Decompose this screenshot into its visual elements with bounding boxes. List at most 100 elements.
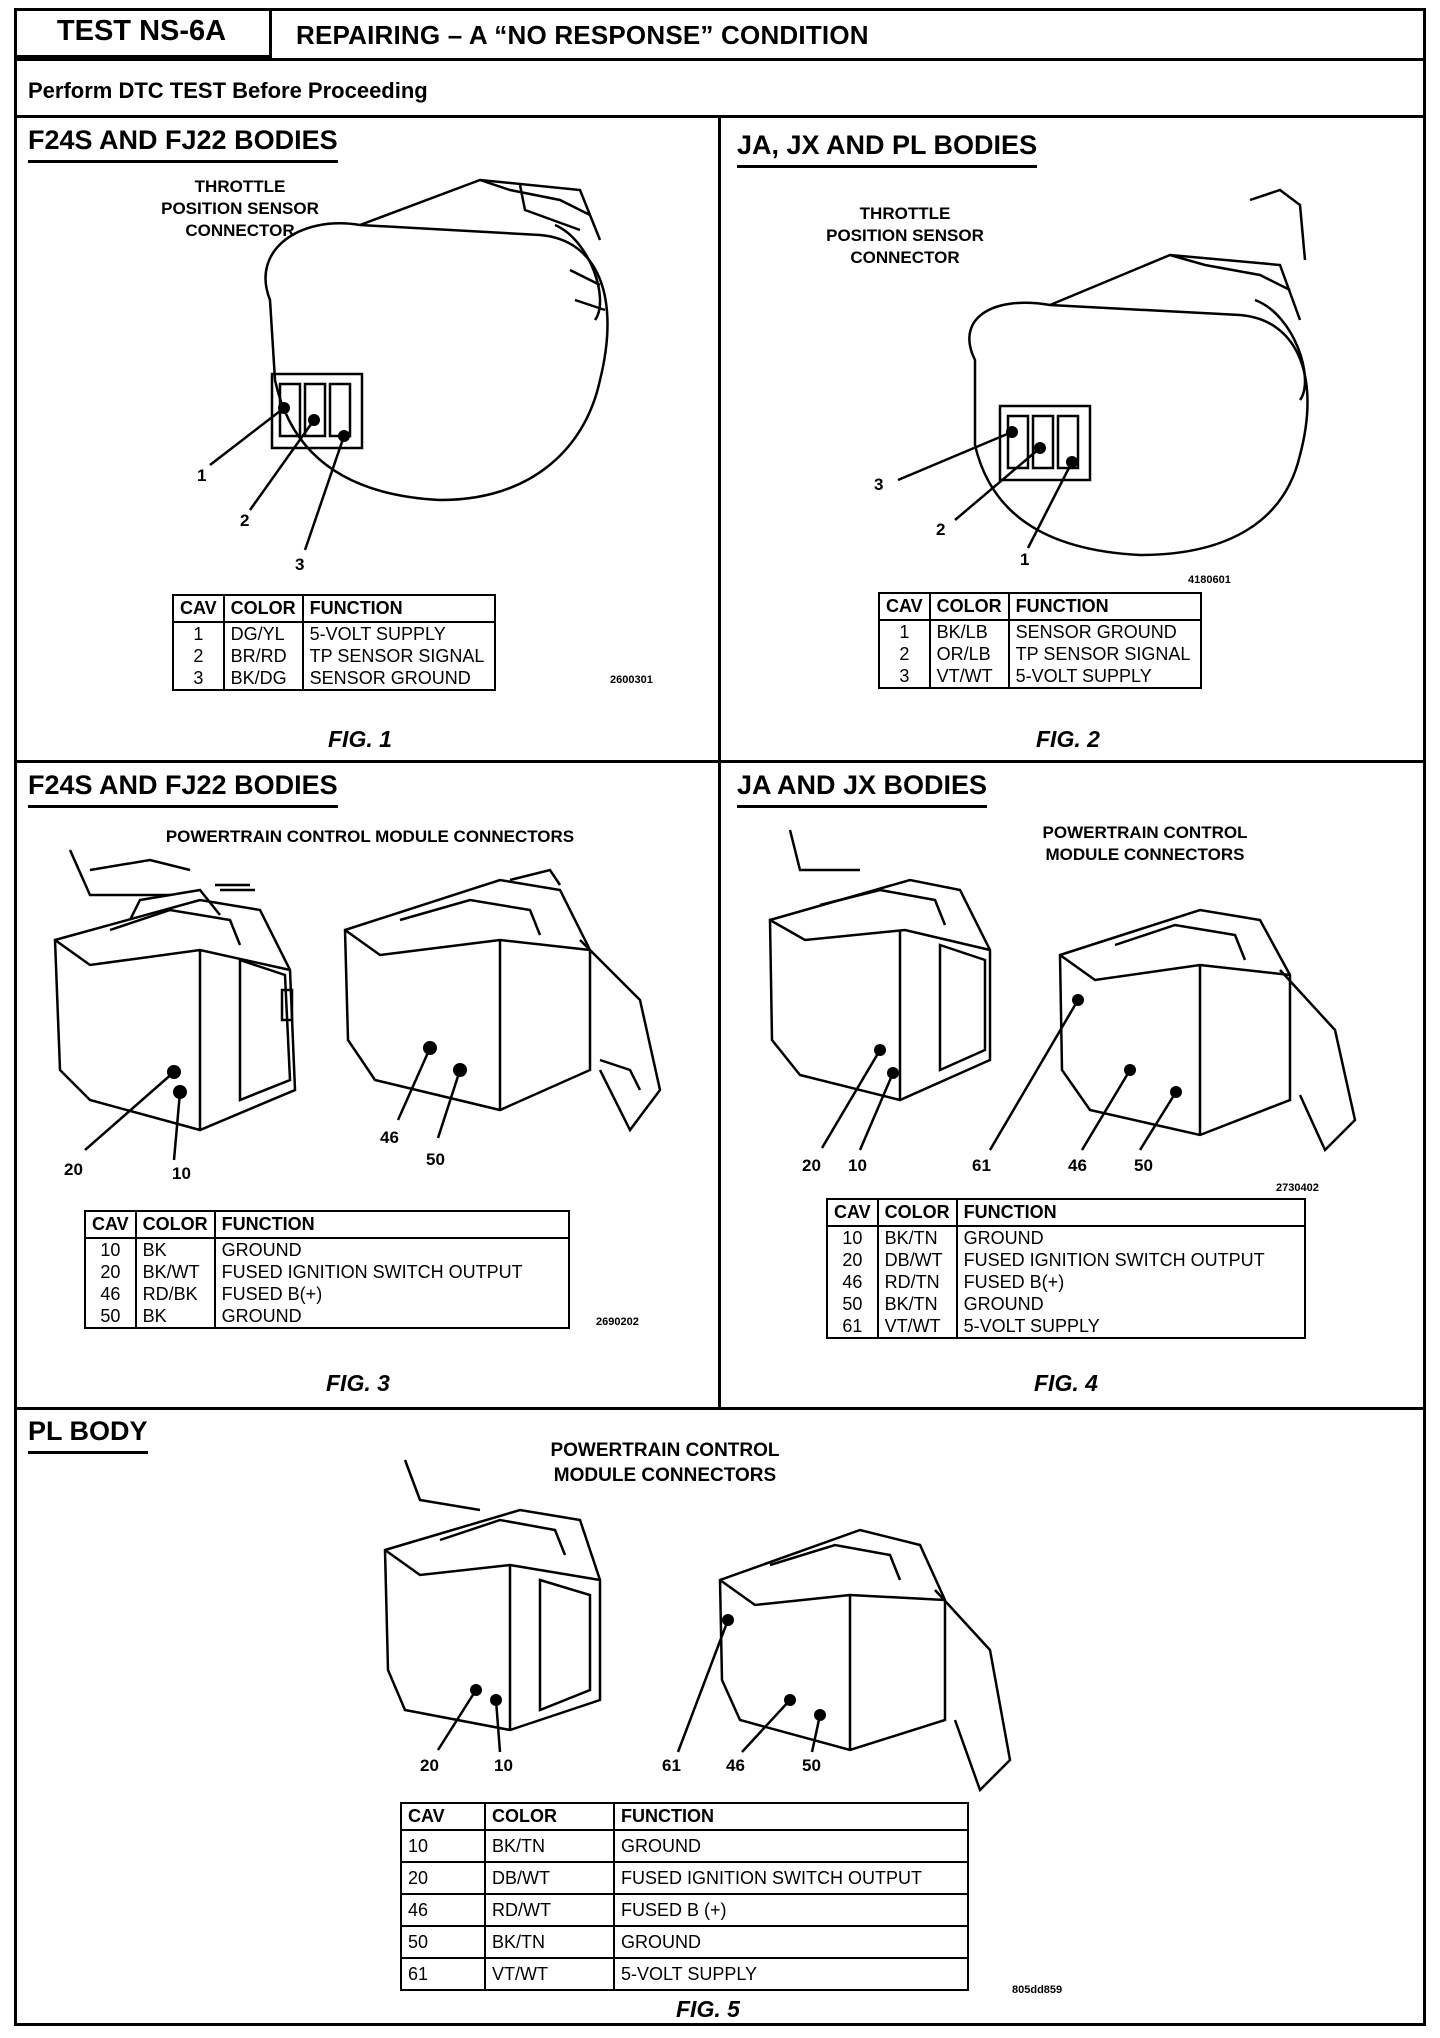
fig5-pin-label-50: 50: [802, 1756, 821, 1775]
fig2-leader-2: [954, 447, 1041, 521]
fig2-reference-number: 4180601: [1188, 574, 1231, 586]
cav-cell: 20: [826, 1249, 879, 1271]
function-cell: 5-VOLT SUPPLY: [301, 622, 496, 645]
color-cell: BK/LB: [928, 620, 1010, 643]
cav-cell: 46: [84, 1283, 137, 1305]
fig5-caption: FIG. 5: [676, 1996, 740, 2022]
fig4-pcm-connectors-drawing: [768, 829, 1357, 1153]
cav-cell: 61: [400, 1958, 486, 1991]
function-cell: GROUND: [613, 1926, 969, 1959]
function-cell: GROUND: [955, 1226, 1306, 1249]
fig4-caption: FIG. 4: [1034, 1370, 1098, 1396]
function-cell: GROUND: [613, 1830, 969, 1863]
cav-cell: 46: [826, 1271, 879, 1293]
fig2-leader-1: [1026, 461, 1074, 549]
table-header-color: COLOR: [876, 1198, 958, 1227]
fig2-pin-label-3: 3: [874, 475, 884, 494]
function-cell: GROUND: [213, 1305, 570, 1329]
fig3-connector-label: POWERTRAIN CONTROL MODULE CONNECTORS: [165, 827, 575, 846]
fig3-pcm-connectors-drawing: [53, 849, 662, 1133]
color-cell: BK/TN: [876, 1293, 958, 1315]
function-cell: FUSED IGNITION SWITCH OUTPUT: [613, 1862, 969, 1895]
cav-cell: 61: [826, 1315, 879, 1339]
cav-cell: 50: [826, 1293, 879, 1315]
fig3-reference-number: 2690202: [596, 1316, 639, 1328]
page-frame: [14, 8, 1426, 2026]
fig2-leader-3: [897, 430, 1013, 482]
function-cell: FUSED B(+): [213, 1283, 570, 1305]
fig1-caption: FIG. 1: [328, 726, 392, 752]
function-cell: 5-VOLT SUPPLY: [955, 1315, 1306, 1339]
cav-cell: 1: [878, 620, 931, 643]
table-header-function: FUNCTION: [955, 1198, 1306, 1227]
row-divider-2: [14, 1407, 1426, 1410]
fig4-connector-label: POWERTRAIN CONTROL MODULE CONNECTORS: [1042, 823, 1248, 864]
test-title: REPAIRING – A “NO RESPONSE” CONDITION: [296, 20, 869, 50]
function-cell: FUSED B(+): [955, 1271, 1306, 1293]
fig5-pin-label-46: 46: [726, 1756, 745, 1775]
fig4-body-title: JA AND JX BODIES: [737, 770, 988, 808]
color-cell: BK/TN: [484, 1926, 615, 1959]
color-cell: VT/WT: [876, 1315, 958, 1339]
function-cell: FUSED IGNITION SWITCH OUTPUT: [213, 1261, 570, 1283]
fig2-body-title: JA, JX AND PL BODIES: [737, 130, 1038, 168]
color-cell: RD/WT: [484, 1894, 615, 1927]
fig3-body-title: F24S AND FJ22 BODIES: [28, 770, 338, 808]
fig1-leader-3: [303, 435, 346, 551]
color-cell: BR/RD: [222, 645, 304, 667]
function-cell: SENSOR GROUND: [1007, 620, 1202, 643]
cav-cell: 2: [172, 645, 225, 667]
fig2-pin-label-1: 1: [1020, 550, 1030, 569]
header-divider: [14, 58, 1426, 61]
table-header-cav: CAV: [878, 592, 931, 621]
color-cell: VT/WT: [484, 1958, 615, 1991]
fig1-tps-connector-drawing: [209, 178, 609, 551]
function-cell: TP SENSOR SIGNAL: [301, 645, 496, 667]
cav-cell: 50: [84, 1305, 137, 1329]
fig3-pin-label-10: 10: [172, 1164, 191, 1183]
cav-cell: 1: [172, 622, 225, 645]
fig5-body-title: PL BODY: [28, 1416, 148, 1454]
color-cell: BK/TN: [484, 1830, 615, 1863]
fig4-pin-label-61: 61: [972, 1156, 991, 1175]
fig4-pin-label-20: 20: [802, 1156, 821, 1175]
table-header-color: COLOR: [928, 592, 1010, 621]
color-cell: BK/DG: [222, 667, 304, 691]
fig2-pin-label-2: 2: [936, 520, 946, 539]
fig4-reference-number: 2730402: [1276, 1182, 1319, 1194]
cav-cell: 50: [400, 1926, 486, 1959]
fig3-caption: FIG. 3: [326, 1370, 390, 1396]
fig1-leader-1: [209, 407, 285, 466]
fig4-pin-label-46: 46: [1068, 1156, 1087, 1175]
color-cell: BK/TN: [876, 1226, 958, 1249]
fig1-body-title: F24S AND FJ22 BODIES: [28, 125, 338, 163]
fig3-pin-label-20: 20: [64, 1160, 83, 1179]
fig2-connector-label: THROTTLE POSITION SENSOR CONNECTOR: [826, 204, 984, 267]
cav-cell: 10: [826, 1226, 879, 1249]
function-cell: SENSOR GROUND: [301, 667, 496, 691]
fig1-pin-label-2: 2: [240, 511, 250, 530]
test-id: TEST NS-6A: [14, 8, 272, 58]
table-header-function: FUNCTION: [613, 1802, 969, 1831]
row-divider-1: [14, 760, 1426, 763]
fig1-reference-number: 2600301: [610, 674, 653, 686]
fig4-pin-callouts: [820, 994, 1182, 1151]
fig5-reference-number: 805dd859: [1012, 1984, 1063, 1996]
